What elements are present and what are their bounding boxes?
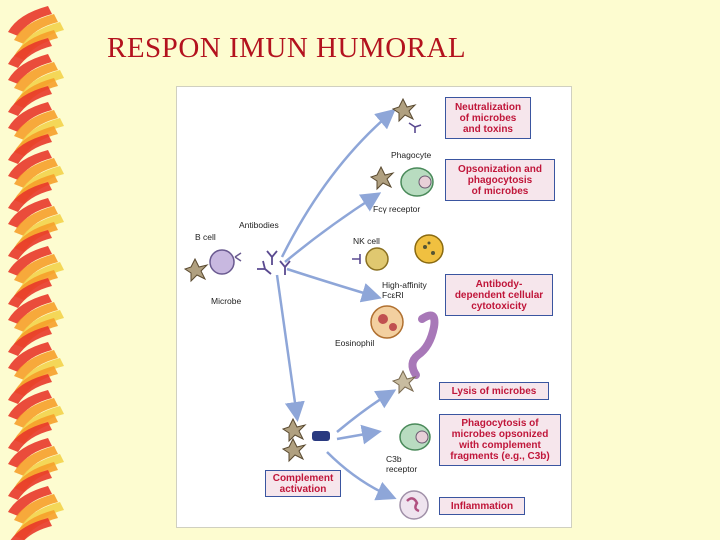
arrow-to-neutralization (280, 108, 396, 258)
label-b-cell: B cell (195, 232, 216, 242)
antibodies-icon (257, 250, 291, 275)
label-high-affinity-fc-receptor: High-affinity FcεRI (382, 280, 427, 300)
box-complement-activation: Complement activation (265, 470, 341, 497)
arrow-to-lysis (336, 389, 397, 433)
phagocyte-icon (369, 165, 434, 197)
box-inflammation: Inflammation (439, 497, 525, 515)
nk-cell-icon (352, 247, 389, 271)
microbe-icon (183, 257, 209, 283)
complement-phagocyte-icon (399, 423, 431, 451)
neutralized-microbe-icon (391, 97, 422, 133)
arrow-to-phago-complement (336, 424, 382, 445)
label-nk-cell: NK cell (353, 236, 380, 246)
eosinophil-icon (370, 305, 404, 339)
box-adcc: Antibody- dependent cellular cytotoxicit… (445, 274, 553, 316)
box-neutralization: Neutralization of microbes and toxins (445, 97, 531, 139)
inflammation-cell-icon (399, 490, 429, 520)
lysed-microbe-icon (391, 369, 417, 395)
arrow-to-complement (275, 274, 305, 422)
label-eosinophil: Eosinophil (335, 338, 375, 348)
helminth-icon (408, 311, 439, 379)
slide-title: RESPON IMUN HUMORAL (107, 32, 467, 64)
infected-cell-icon (414, 234, 444, 264)
box-opsonization: Opsonization and phagocytosis of microbe… (445, 159, 555, 201)
label-fc-receptor: Fcγ receptor (373, 204, 421, 214)
b-cell-icon (209, 249, 242, 275)
spiral-border-decoration (8, 6, 64, 540)
label-microbe: Microbe (211, 296, 242, 306)
box-lysis: Lysis of microbes (439, 382, 549, 400)
box-phagocytosis-complement: Phagocytosis of microbes opsonized with … (439, 414, 561, 466)
arrow-to-adcc (286, 267, 382, 303)
humoral-immunity-figure: Neutralization of microbes and toxins Op… (176, 86, 572, 528)
diagram-canvas (183, 97, 444, 520)
label-c3b-receptor: C3b receptor (386, 454, 418, 474)
label-phagocyte: Phagocyte (391, 150, 432, 160)
label-antibodies: Antibodies (239, 220, 279, 230)
arrow-to-inflammation (326, 451, 397, 501)
arrow-to-opsonization (284, 192, 382, 263)
complement-complex-icon (281, 417, 330, 463)
